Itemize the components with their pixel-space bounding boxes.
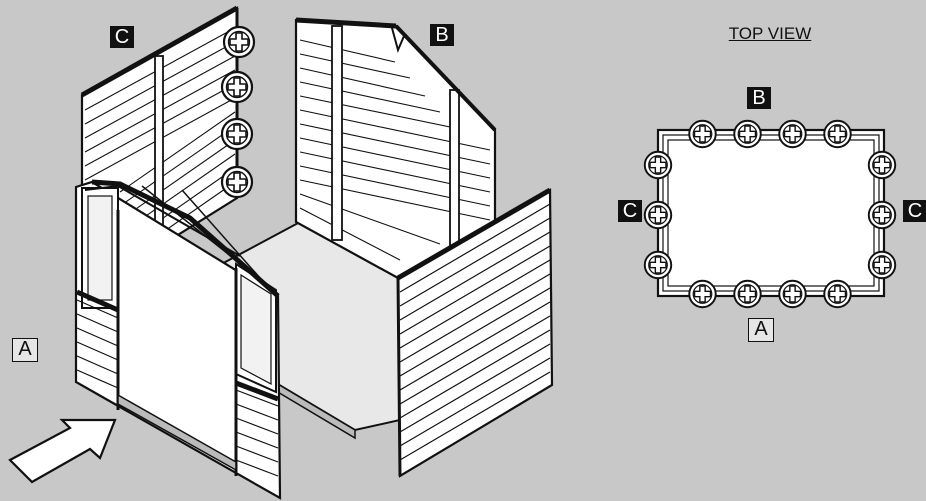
label-panel-b: B bbox=[430, 24, 454, 46]
screw-icon bbox=[778, 119, 807, 149]
screw-icon bbox=[733, 279, 762, 309]
screw-icon bbox=[220, 70, 254, 104]
label-panel-a: A bbox=[12, 338, 38, 362]
screw-icon bbox=[643, 150, 673, 180]
screw-icon bbox=[220, 165, 254, 199]
screw-icon bbox=[823, 119, 852, 149]
screw-icon bbox=[867, 200, 897, 230]
top-view-label-c-left: C bbox=[618, 200, 642, 222]
screw-icon bbox=[220, 117, 254, 151]
screw-icon bbox=[823, 279, 852, 309]
screw-icon bbox=[222, 25, 256, 59]
top-view-diagram bbox=[643, 119, 897, 309]
screw-icon bbox=[643, 250, 673, 280]
wall-panel-front-right bbox=[396, 187, 554, 478]
top-view-label-a: A bbox=[748, 318, 774, 342]
screw-icon bbox=[643, 200, 673, 230]
top-view-label-b: B bbox=[747, 87, 771, 109]
screw-icon bbox=[867, 250, 897, 280]
screw-icon bbox=[733, 119, 762, 149]
direction-arrow-icon bbox=[8, 418, 117, 484]
top-view-title: TOP VIEW bbox=[728, 24, 812, 43]
top-view-label-c-right: C bbox=[903, 200, 926, 222]
wall-panel-a bbox=[74, 179, 282, 500]
label-panel-c: C bbox=[110, 26, 134, 48]
wall-panel-b bbox=[294, 17, 497, 280]
screw-icon bbox=[688, 279, 717, 309]
screw-icon bbox=[867, 150, 897, 180]
screw-icon bbox=[778, 279, 807, 309]
screw-icon bbox=[688, 119, 717, 149]
